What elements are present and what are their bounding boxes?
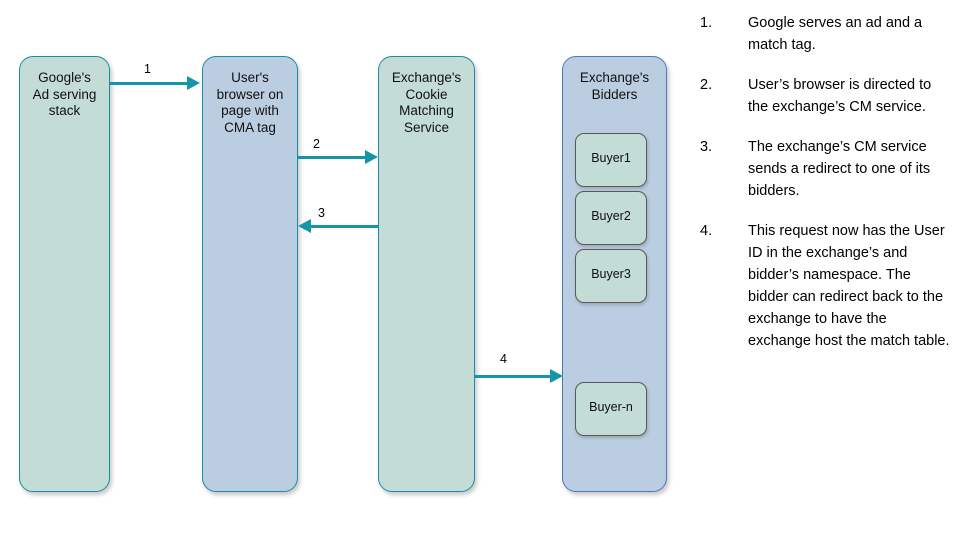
arrow-2-number: 2 [313, 137, 320, 151]
buyer-box-n-label: Buyer-n [589, 400, 633, 414]
legend-item-3-number: 3. [700, 139, 713, 155]
node-user-browser[interactable]: User's browser on page with CMA tag [202, 56, 298, 492]
legend-item-1-text: Google serves an ad and a match tag. [748, 15, 923, 53]
buyer-box-1-label: Buyer1 [591, 151, 631, 165]
legend-item-1: 1. Google serves an ad and a match tag. [700, 12, 950, 56]
node-user-browser-label: User's browser on page with CMA tag [216, 70, 284, 135]
cookie-matching-flow-diagram: Google's Ad serving stack User's browser… [0, 0, 700, 540]
buyer-box-2[interactable]: Buyer2 [575, 191, 647, 245]
node-exchange-cookie-matching-service[interactable]: Exchange's Cookie Matching Service [378, 56, 475, 492]
node-exchange-cookie-matching-service-label: Exchange's Cookie Matching Service [391, 70, 462, 135]
legend-item-4: 4. This request now has the User ID in t… [700, 220, 950, 352]
arrow-4-number: 4 [500, 352, 507, 366]
legend-item-1-number: 1. [700, 15, 713, 31]
legend-item-3: 3. The exchange’s CM service sends a red… [700, 136, 950, 202]
arrow-1-number: 1 [144, 62, 151, 76]
buyer-box-3-label: Buyer3 [591, 267, 631, 281]
legend-item-4-text: This request now has the User ID in the … [748, 223, 950, 349]
buyer-box-1[interactable]: Buyer1 [575, 133, 647, 187]
legend-item-2-text: User’s browser is directed to the exchan… [748, 77, 932, 115]
steps-legend: 1. Google serves an ad and a match tag. … [700, 12, 950, 370]
arrow-2-user-to-cms [298, 156, 366, 159]
legend-item-2: 2. User’s browser is directed to the exc… [700, 74, 950, 118]
arrow-1-google-to-user [110, 82, 188, 85]
node-google-ad-serving-stack-label: Google's Ad serving stack [32, 70, 97, 118]
arrow-4-cms-to-bidders [475, 375, 551, 378]
buyer-box-n[interactable]: Buyer-n [575, 382, 647, 436]
buyer-box-3[interactable]: Buyer3 [575, 249, 647, 303]
legend-item-4-number: 4. [700, 223, 713, 239]
buyer-box-2-label: Buyer2 [591, 209, 631, 223]
node-google-ad-serving-stack[interactable]: Google's Ad serving stack [19, 56, 110, 492]
node-exchange-bidders-label: Exchange's Bidders [579, 70, 650, 102]
arrow-3-number: 3 [318, 206, 325, 220]
legend-item-2-number: 2. [700, 77, 713, 93]
arrow-3-cms-to-user [310, 225, 378, 228]
legend-item-3-text: The exchange’s CM service sends a redire… [748, 139, 931, 199]
